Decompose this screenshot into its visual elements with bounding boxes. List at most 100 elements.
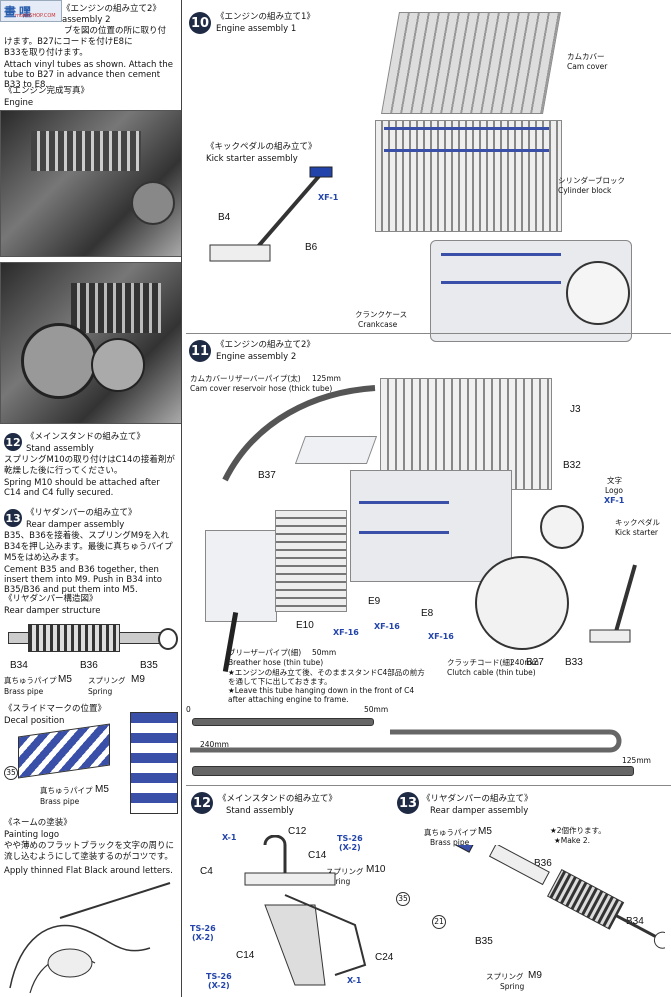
damper-brass-code: M5: [478, 826, 492, 837]
kick-starter-title-en: Kick starter assembly: [206, 154, 298, 164]
rear-damper-brass-jp: 真ちゅうパイプ: [4, 676, 57, 685]
crankcase-part: [430, 240, 632, 342]
stand-c12: C12: [288, 826, 307, 837]
step-13b-badge: 13: [397, 792, 419, 814]
section-divider-2: [186, 785, 671, 786]
painting-title-jp: 《ネームの塗装》: [4, 818, 72, 828]
reservoir-hose: [222, 385, 376, 482]
breather-label-en: Breather hose (thin tube): [228, 658, 324, 667]
part-b27: B27: [526, 657, 544, 668]
rear-damper-title-en: Rear damper structure: [4, 606, 101, 616]
decal-strip: [130, 712, 178, 814]
step-10-title-en: Engine assembly 1: [216, 24, 297, 34]
rear-damper-brass-code: M5: [58, 674, 72, 685]
damper-b35: B35: [475, 936, 493, 947]
step-13-title-en: Rear damper assembly: [26, 520, 125, 530]
rear-damper-exploded-diagram: [433, 845, 665, 949]
step-10-badge: 10: [189, 12, 211, 34]
breather-note-en: ★Leave this tube hanging down in the fro…: [228, 686, 415, 704]
stand-ts26-a-sub: (X-2): [339, 843, 361, 852]
rear-damper-spring-code: M9: [131, 674, 145, 685]
stand-ts26-c-sub: (X-2): [208, 981, 230, 990]
damper-brass-en: Brass pipe: [430, 838, 470, 847]
b32-cover: [540, 505, 584, 549]
top-step-body-en: Attach vinyl tubes as shown. Attach the …: [4, 60, 173, 90]
rear-damper-spring-en: Spring: [88, 687, 113, 696]
stand-c14-b: C14: [236, 950, 255, 961]
cam-cover-label-jp: カムカバー: [567, 52, 605, 61]
logo-xf1: XF-1: [604, 496, 625, 505]
kick-b6: B6: [305, 242, 318, 253]
stand-spring-jp: スプリング: [326, 867, 364, 876]
cylinder-label-en: Cylinder block: [558, 186, 612, 195]
part-b33: B33: [565, 657, 583, 668]
part-e8-xf: XF-16: [428, 632, 454, 641]
step-13-badge: 13: [4, 509, 22, 527]
step-13-body-jp: B35、B36を接着後、スプリングM9を入れB34を押し込みます。最後に真ちゅう…: [4, 531, 173, 563]
ruler-125: 125mm: [622, 756, 651, 765]
damper-spring-code: M9: [528, 970, 542, 981]
rear-damper-spring-jp: スプリング: [88, 676, 126, 685]
stand-c4: C4: [200, 866, 213, 877]
make2-en: ★Make 2.: [554, 836, 591, 845]
tube-240mm: [190, 729, 622, 753]
ruler-zero: 0: [186, 705, 191, 714]
step-11-badge: 11: [189, 340, 211, 362]
step-10-title-jp: 《エンジンの組み立て1》: [216, 12, 315, 22]
painting-body-en: Apply thinned Flat Black around letters.: [4, 866, 173, 876]
clutch-length: 240mm: [510, 658, 539, 667]
step-12b-title-jp: 《メインスタンドの組み立て》: [218, 794, 337, 804]
step-13-body-en: Cement B35 and B36 together, then insert…: [4, 565, 162, 595]
hose-label-jp: カムカバーリザーバーパイプ(太): [190, 374, 301, 383]
breather-note-jp: ★エンジンの組み立て後、そのままスタンドC4部品の前方を通して下に出しておきます…: [228, 668, 425, 686]
hose-label-en: Cam cover reservoir hose (thick tube): [190, 384, 333, 393]
kick-b4: B4: [218, 212, 231, 223]
stand-ts26-a: TS-26: [337, 834, 363, 843]
top-step-body-jp-1: ブを図の位置の所に取り付: [64, 26, 167, 36]
kick-pedal-part: [589, 564, 637, 643]
kick-starter-title-jp: 《キックペダルの組み立て》: [206, 142, 317, 152]
step-12-body-en: Spring M10 should be attached after C14 …: [4, 478, 160, 498]
clutch-label-jp: クラッチコード(細): [447, 658, 513, 667]
step-11-title-jp: 《エンジンの組み立て2》: [216, 340, 315, 350]
engine-photo-bottom: [0, 262, 182, 424]
top-step-title-en: assembly 2: [62, 15, 111, 25]
clutch-cover-part: [475, 556, 569, 650]
step-11-title-en: Engine assembly 2: [216, 352, 297, 362]
slide-mark-brass-en: Brass pipe: [40, 797, 80, 806]
damper-decal-21: 21: [432, 915, 446, 929]
stand-x1-b: X-1: [347, 976, 362, 985]
part-e9: E9: [368, 596, 381, 607]
step-12-badge: 12: [4, 433, 22, 451]
main-stand-diagram: [244, 835, 367, 986]
stand-x1-a: X-1: [222, 833, 237, 842]
watermark-mark: 嘿: [19, 5, 32, 19]
painting-title-en: Painting logo: [4, 830, 60, 840]
rear-damper-b34: B34: [10, 660, 28, 671]
part-j3: J3: [570, 404, 581, 415]
step-13b-title-jp: 《リヤダンパーの組み立て》: [422, 794, 533, 804]
stand-spring-code: M10: [366, 864, 386, 875]
decal-sheet: [18, 723, 110, 779]
step-12-title-en: Stand assembly: [26, 444, 94, 454]
logo-label-en: Logo: [605, 486, 623, 495]
part-b37-shape: [294, 436, 378, 464]
rear-damper-title-jp: 《リヤダンパー構造図》: [4, 594, 98, 604]
kick-starter-xf1: XF-1: [318, 193, 339, 202]
painting-body-jp: やや薄めのフラットブラックを文字の周りに流し込むようにして塗装するのがコツです。: [4, 841, 175, 862]
tube-50mm: [192, 718, 374, 726]
cylinder-label-jp: シリンダーブロック: [558, 176, 626, 185]
part-e9-xf: XF-16: [374, 622, 400, 631]
stand-spring-en: Spring: [326, 877, 351, 886]
cam-cover-label-en: Cam cover: [567, 62, 608, 71]
watermark-subtitle: modeSHOP.COM: [15, 13, 56, 19]
decal-number: 35: [4, 766, 18, 780]
step-12-body-jp: スプリングM10の取り付けはC14の接着剤が乾燥した後に行ってください。: [4, 455, 175, 476]
hose-length: 125mm: [312, 374, 341, 383]
kick-starter-label-jp: キックペダル: [615, 518, 660, 527]
stand-ts26-b-sub: (X-2): [192, 933, 214, 942]
kick-starter-label-en: Kick starter: [615, 528, 659, 537]
damper-b36: B36: [534, 858, 552, 869]
crankcase-label-jp: クランクケース: [355, 310, 408, 319]
stand-ts26-c: TS-26: [206, 972, 232, 981]
